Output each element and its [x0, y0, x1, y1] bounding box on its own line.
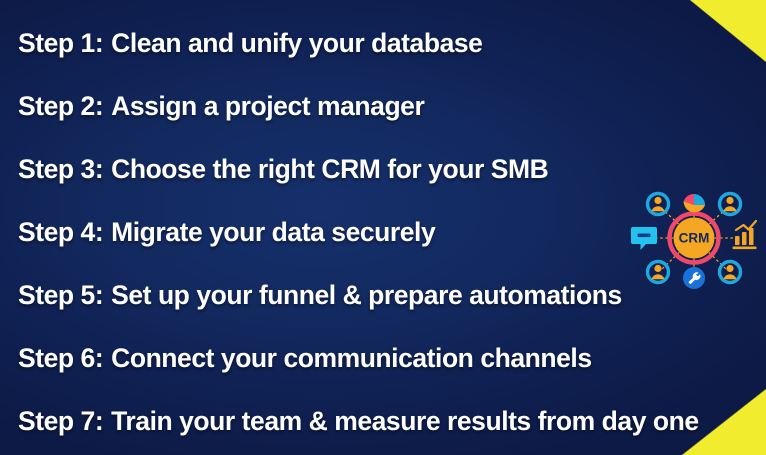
step-label-4: Step 4:: [18, 217, 104, 248]
pie-chart-icon: [683, 193, 705, 213]
step-label-5: Step 5:: [18, 280, 104, 311]
step-label-2: Step 2:: [18, 91, 104, 122]
bar-chart-icon: [732, 219, 758, 250]
crm-hub-node: CRM: [667, 211, 721, 265]
speech-bubble-icon: [631, 227, 657, 250]
step-label-7: Step 7:: [18, 406, 104, 437]
step-label-1: Step 1:: [18, 28, 104, 59]
hub-ring: [667, 211, 721, 265]
step-text-5: Set up your funnel & prepare automations: [111, 280, 622, 311]
wrench-icon: [683, 267, 705, 289]
step-label-3: Step 3:: [18, 154, 104, 185]
avatar-icon-bottom-right: [717, 259, 743, 285]
step-item-4: Step 4: Migrate your data securely: [18, 201, 766, 264]
hub-label: CRM: [679, 231, 710, 246]
step-item-7: Step 7: Train your team & measure result…: [18, 390, 766, 453]
step-text-2: Assign a project manager: [111, 91, 425, 122]
step-item-5: Step 5: Set up your funnel & prepare aut…: [18, 264, 766, 327]
step-item-2: Step 2: Assign a project manager: [18, 75, 766, 138]
corner-accent-top-right: [690, 0, 766, 62]
avatar-icon-bottom-left: [645, 259, 671, 285]
step-item-3: Step 3: Choose the right CRM for your SM…: [18, 138, 766, 201]
step-text-4: Migrate your data securely: [111, 217, 436, 248]
avatar-icon-top-right: [717, 191, 743, 217]
step-item-6: Step 6: Connect your communication chann…: [18, 327, 766, 390]
step-text-6: Connect your communication channels: [111, 343, 592, 374]
crm-illustration: CRM: [628, 178, 760, 298]
step-label-6: Step 6:: [18, 343, 104, 374]
step-text-3: Choose the right CRM for your SMB: [111, 154, 549, 185]
avatar-icon-top-left: [645, 191, 671, 217]
hub-circle: [673, 217, 715, 259]
corner-accent-bottom-right: [682, 389, 766, 455]
step-text-1: Clean and unify your database: [111, 28, 483, 59]
step-item-1: Step 1: Clean and unify your database: [18, 12, 766, 75]
step-text-7: Train your team & measure results from d…: [111, 406, 699, 437]
